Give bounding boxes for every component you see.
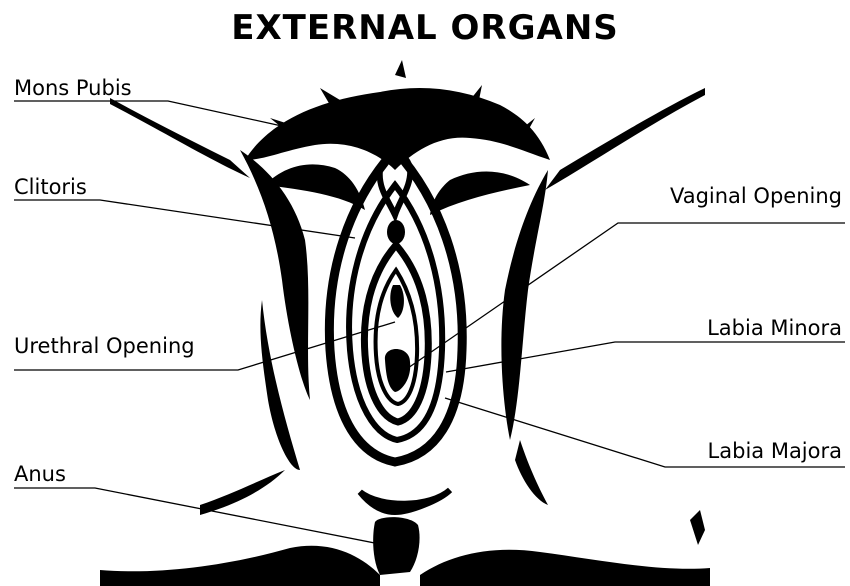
leader-vaginal-opening (408, 223, 845, 368)
label-anus: Anus (14, 464, 66, 485)
perineum (360, 490, 450, 512)
label-mons-pubis: Mons Pubis (14, 78, 132, 99)
leader-clitoris (14, 200, 355, 238)
label-vaginal-opening: Vaginal Opening (670, 186, 842, 207)
label-labia-minora: Labia Minora (707, 318, 842, 339)
label-clitoris: Clitoris (14, 177, 87, 198)
anus-mark (373, 517, 419, 575)
labia-minora (364, 245, 428, 422)
urethral-opening (390, 285, 404, 318)
leader-anus (14, 488, 385, 545)
vaginal-opening (385, 349, 410, 392)
label-labia-majora: Labia Majora (708, 441, 842, 462)
label-urethral-opening: Urethral Opening (14, 336, 195, 357)
